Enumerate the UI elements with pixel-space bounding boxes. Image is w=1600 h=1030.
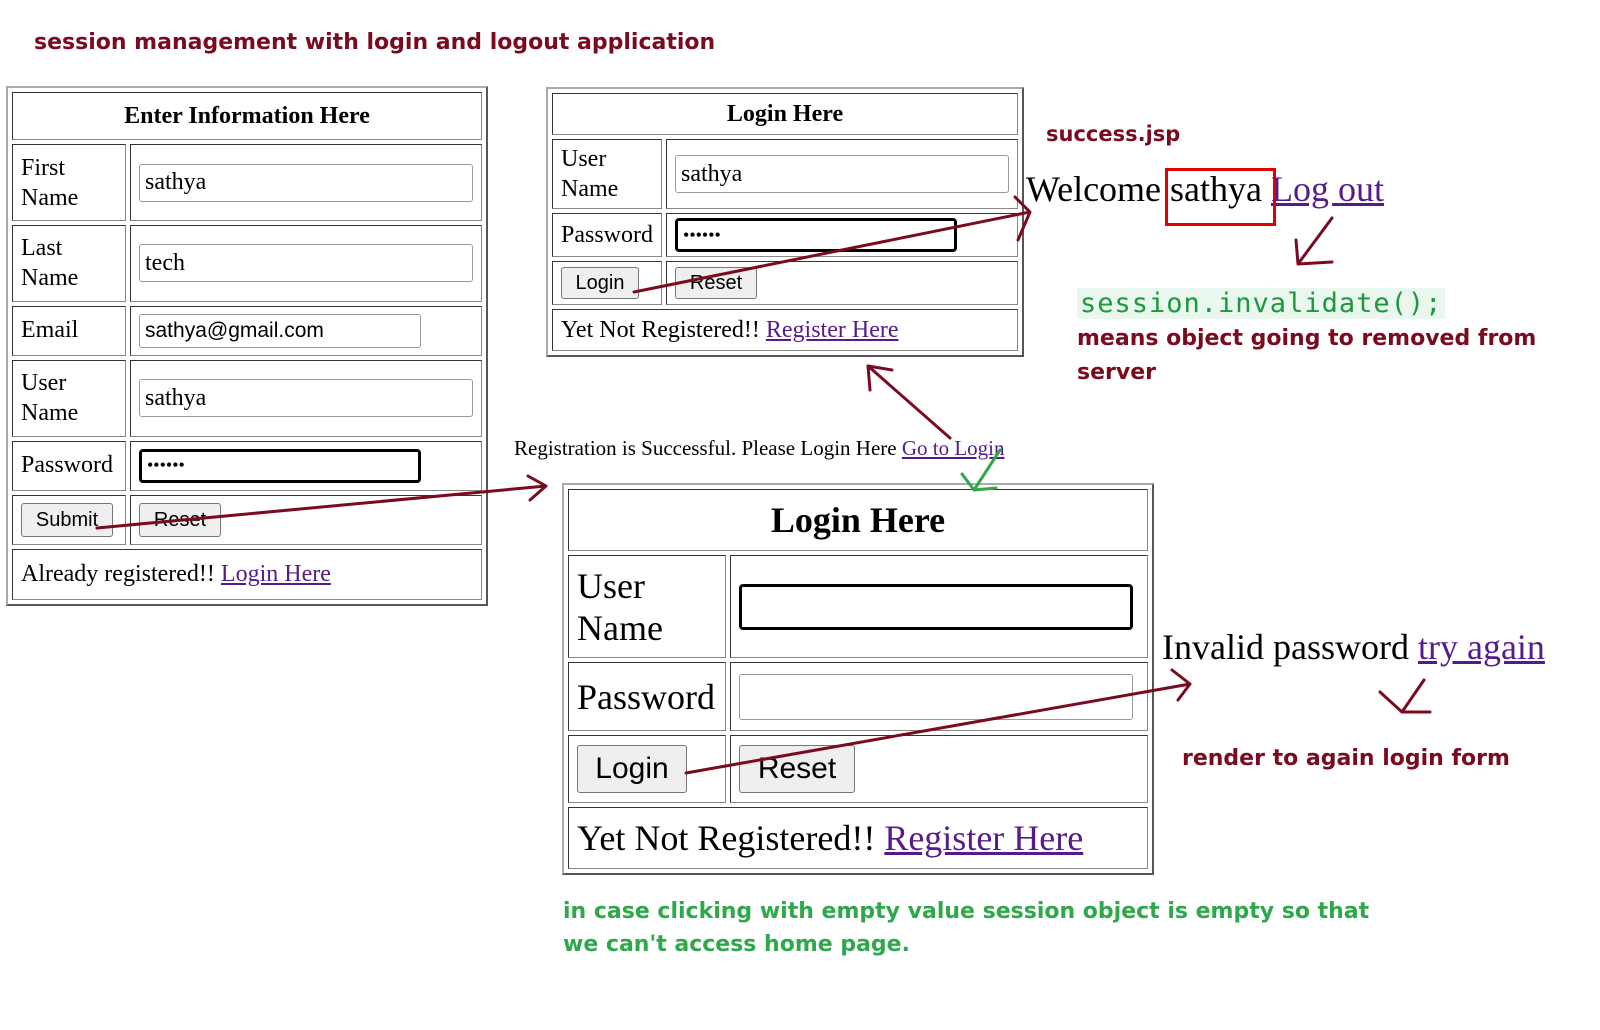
login-here-link[interactable]: Login Here	[220, 561, 331, 588]
username-input[interactable]	[139, 379, 473, 418]
reset-button[interactable]: Reset	[139, 503, 221, 538]
registration-message: Registration is Successful. Please Login…	[514, 436, 1005, 461]
login-top-password-input[interactable]	[675, 218, 958, 252]
already-registered-text: Already registered!!	[21, 561, 215, 588]
welcome-user-name: sathya	[1170, 169, 1263, 209]
invalidate-note-line1: means object going to removed from	[1077, 326, 1537, 351]
login-top-login-button[interactable]: Login	[561, 267, 639, 299]
login-top-username-input[interactable]	[675, 155, 1010, 193]
login-large-reset-button[interactable]: Reset	[739, 744, 855, 793]
email-label: Email	[12, 305, 126, 357]
arrow-try-again-down	[1378, 678, 1432, 714]
invalidate-note-line2: server	[1077, 360, 1156, 385]
login-top-register-row: Yet Not Registered!! Register Here	[552, 309, 1019, 351]
login-large-username-input[interactable]	[739, 583, 1133, 630]
page-heading: session management with login and logout…	[34, 30, 716, 55]
login-top-password-label: Password	[552, 213, 663, 257]
login-large-password-label: Password	[568, 662, 726, 731]
registration-message-text: Registration is Successful. Please Login…	[514, 436, 897, 460]
arrow-go-to-login-to-top-form	[866, 364, 952, 440]
login-large-not-registered-text: Yet Not Registered!!	[577, 817, 876, 858]
try-again-link[interactable]: try again	[1417, 627, 1545, 667]
invalid-password-line: Invalid password try again	[1162, 626, 1545, 668]
login-large-password-input[interactable]	[739, 673, 1133, 720]
submit-button[interactable]: Submit	[21, 503, 113, 538]
email-input[interactable]	[139, 313, 421, 348]
welcome-text: Welcome	[1026, 169, 1162, 209]
login-large-register-link[interactable]: Register Here	[884, 817, 1084, 858]
login-large-register-row: Yet Not Registered!! Register Here	[568, 806, 1148, 869]
logout-link[interactable]: Log out	[1271, 169, 1385, 209]
invalid-password-text: Invalid password	[1162, 627, 1409, 667]
last-name-input[interactable]	[139, 244, 473, 283]
login-top-title: Login Here	[552, 93, 1019, 135]
welcome-line: Welcome sathya Log out	[1026, 168, 1384, 210]
render-login-note: render to again login form	[1182, 746, 1510, 771]
go-to-login-link[interactable]: Go to Login	[901, 436, 1005, 460]
empty-session-note-line1: in case clicking with empty value sessio…	[563, 899, 1370, 924]
login-large-title: Login Here	[568, 489, 1148, 552]
session-invalidate-code: session.invalidate();	[1077, 288, 1446, 319]
already-registered-row: Already registered!! Login Here	[12, 549, 482, 600]
password-input[interactable]	[139, 448, 421, 483]
login-large-login-button[interactable]: Login	[577, 744, 687, 793]
arrow-logout-down	[1294, 216, 1334, 266]
first-name-input[interactable]	[139, 163, 473, 202]
login-top-not-registered-text: Yet Not Registered!!	[561, 316, 760, 343]
password-label: Password	[12, 440, 126, 492]
login-top-register-link[interactable]: Register Here	[765, 316, 899, 343]
empty-session-note-line2: we can't access home page.	[563, 932, 910, 957]
success-jsp-label: success.jsp	[1046, 122, 1181, 146]
login-top-reset-button[interactable]: Reset	[675, 267, 758, 299]
registration-title: Enter Information Here	[12, 92, 482, 141]
user-name-highlight-box	[1165, 168, 1276, 226]
